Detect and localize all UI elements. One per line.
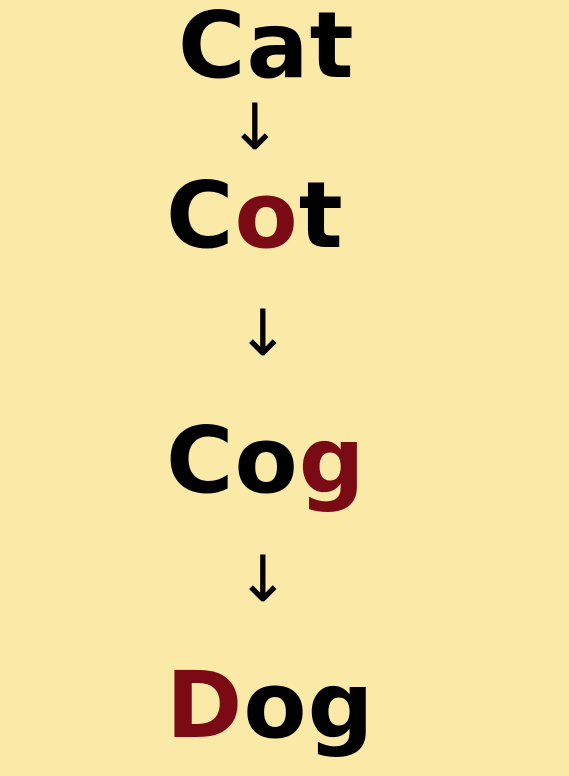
- letter: C: [166, 407, 235, 514]
- letter: o: [234, 407, 299, 514]
- word-dog: Dog: [166, 660, 374, 752]
- letter: g: [307, 652, 375, 759]
- word-cot: Cot: [166, 170, 344, 262]
- word-cog: Cog: [166, 415, 366, 507]
- down-arrow-icon: ↓: [236, 297, 290, 371]
- letter-changed: g: [298, 407, 366, 514]
- letter: C: [178, 0, 247, 99]
- letter-changed: o: [234, 162, 299, 269]
- letter: C: [166, 162, 235, 269]
- word-cat: Cat: [178, 0, 355, 92]
- letter: a: [246, 0, 310, 99]
- down-arrow-icon: ↓: [236, 543, 290, 617]
- letter: o: [243, 652, 308, 759]
- letter: t: [309, 0, 355, 99]
- letter: t: [298, 162, 344, 269]
- down-arrow-icon: ↓: [228, 91, 282, 165]
- letter-changed: D: [166, 652, 244, 759]
